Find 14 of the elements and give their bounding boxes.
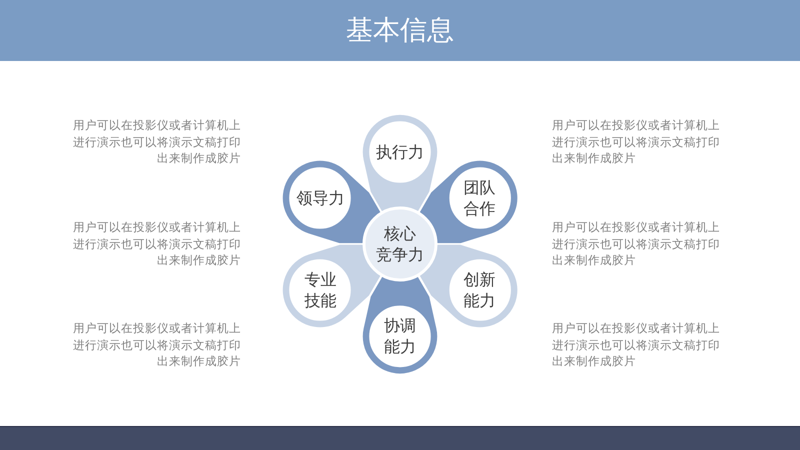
description-text: 用户可以在投影仪或者计算机上进行演示也可以将演示文稿打印出来制作成胶片 <box>552 320 721 370</box>
description-text: 用户可以在投影仪或者计算机上进行演示也可以将演示文稿打印出来制作成胶片 <box>72 219 241 268</box>
description-text: 用户可以在投影仪或者计算机上进行演示也可以将演示文稿打印出来制作成胶片 <box>72 320 241 370</box>
petal-label: 专业技能 <box>304 269 336 311</box>
petal-label: 领导力 <box>296 188 344 208</box>
petal-label: 执行力 <box>376 142 424 162</box>
description-text: 用户可以在投影仪或者计算机上进行演示也可以将演示文稿打印出来制作成胶片 <box>552 117 721 166</box>
petal-label: 协调能力 <box>384 314 416 357</box>
description-text: 用户可以在投影仪或者计算机上进行演示也可以将演示文稿打印出来制作成胶片 <box>72 117 241 166</box>
petal-label: 创新能力 <box>464 269 496 311</box>
description-text: 用户可以在投影仪或者计算机上进行演示也可以将演示文稿打印出来制作成胶片 <box>552 219 721 268</box>
petal-label: 团队合作 <box>464 177 496 219</box>
hub-label: 核心竞争力 <box>376 223 424 265</box>
title: 基本信息 <box>346 16 454 46</box>
